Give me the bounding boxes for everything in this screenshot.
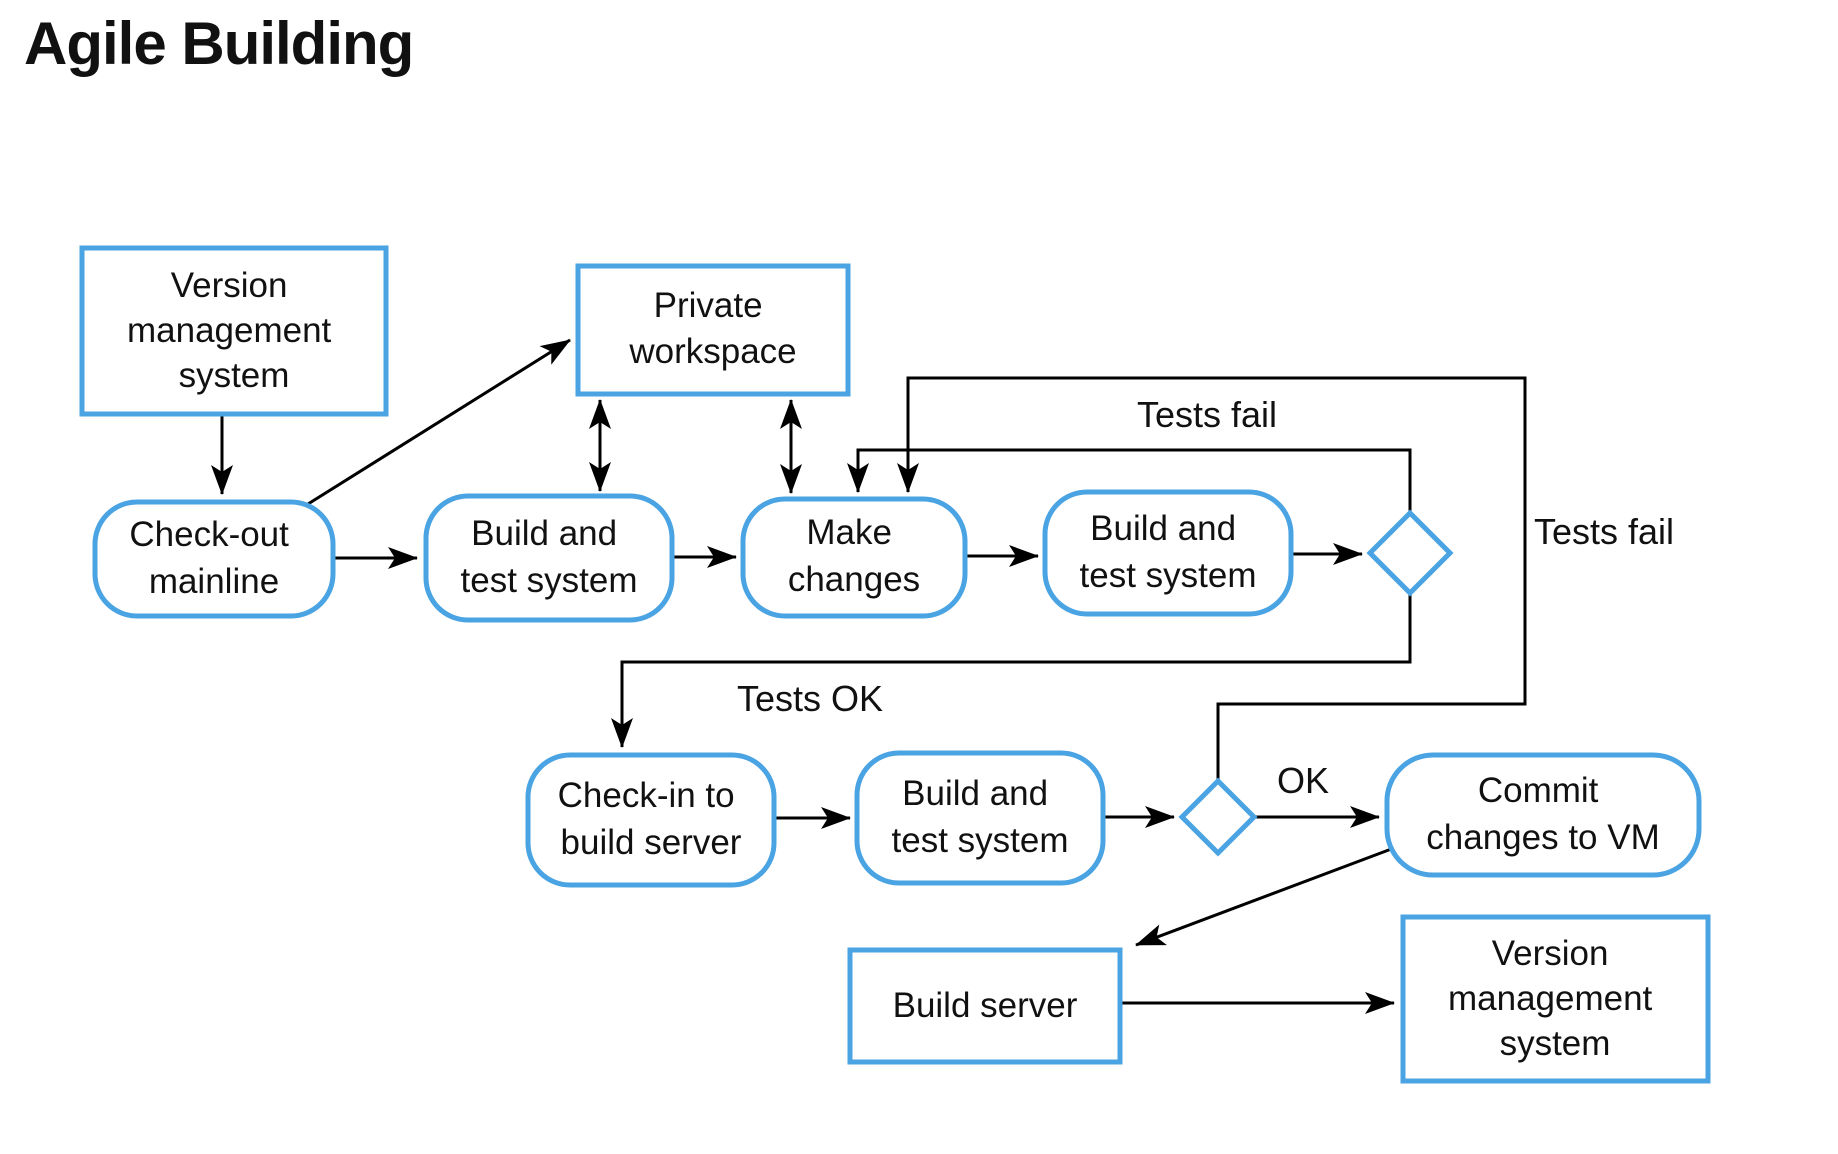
node-label-line: system bbox=[179, 356, 290, 395]
svg-text:Private workspace: Private workspace bbox=[628, 286, 796, 371]
node-label-line: Build and bbox=[1090, 509, 1236, 548]
node-check-in-to-build-server: Check-in to build server bbox=[525, 752, 777, 888]
node-label-line: Check-out bbox=[129, 515, 289, 554]
edge-checkout-to-private-workspace bbox=[307, 338, 571, 506]
svg-text:Build server: Build server bbox=[893, 986, 1078, 1025]
svg-text:Build and test system: Build and test system bbox=[461, 514, 638, 600]
node-label-line: test system bbox=[461, 561, 638, 600]
node-commit-changes-to-vm: Commit changes to VM bbox=[1384, 752, 1702, 878]
node-label-line: test system bbox=[892, 821, 1069, 860]
svg-text:Build and test system: Build and test system bbox=[1080, 509, 1257, 595]
node-label-line: Private bbox=[654, 286, 763, 325]
node-label-line: Check-in to bbox=[558, 776, 735, 815]
edge-tests-ok bbox=[611, 593, 1412, 748]
node-label-line: Version bbox=[1492, 934, 1609, 973]
edge-label-tests-ok: Tests OK bbox=[737, 678, 883, 719]
svg-text:Version management: Version management system bbox=[127, 266, 341, 395]
node-label-line: test system bbox=[1080, 556, 1257, 595]
svg-text:Build and test system: Build and test system bbox=[892, 774, 1069, 860]
svg-text:Check-in to build server: Check-in to build server bbox=[558, 776, 745, 862]
page-title: Agile Building bbox=[24, 10, 413, 77]
node-label-line: build server bbox=[561, 823, 742, 862]
node-check-out-mainline: Check-out mainline bbox=[92, 499, 336, 619]
node-label-line: workspace bbox=[628, 332, 796, 371]
node-make-changes: Make changes bbox=[740, 496, 968, 619]
node-label-line: changes to VM bbox=[1426, 818, 1659, 857]
svg-text:Make changes: Make changes bbox=[788, 513, 920, 599]
edge-commit-to-build-server bbox=[1135, 846, 1395, 947]
node-label-line: management bbox=[1448, 979, 1653, 1018]
node-build-and-test-system-1: Build and test system bbox=[423, 493, 675, 623]
node-private-workspace: Private workspace bbox=[575, 263, 851, 397]
edge-tests-fail-outer-loop bbox=[897, 376, 1527, 781]
edge-label-tests-fail-right: Tests fail bbox=[1534, 511, 1674, 552]
node-label-line: mainline bbox=[149, 562, 279, 601]
node-build-and-test-system-2: Build and test system bbox=[1042, 489, 1294, 617]
svg-text:Commit changes to VM: Commit changes to VM bbox=[1426, 771, 1659, 857]
node-label-line: Build and bbox=[471, 514, 617, 553]
node-label-line: Build and bbox=[902, 774, 1048, 813]
svg-text:Version management: Version management system bbox=[1448, 934, 1662, 1063]
node-label-line: management bbox=[127, 311, 332, 350]
decision-diamond-2 bbox=[1178, 777, 1258, 857]
node-version-management-system-top: Version management system bbox=[79, 245, 389, 417]
node-label-line: Build server bbox=[893, 986, 1078, 1025]
node-label-line: Commit bbox=[1478, 771, 1599, 810]
edge-label-tests-fail-top: Tests fail bbox=[1137, 394, 1277, 435]
decision-diamond-1 bbox=[1366, 509, 1454, 597]
svg-text:Check-out mainline: Check-out mainline bbox=[129, 515, 298, 601]
node-label-line: system bbox=[1500, 1024, 1611, 1063]
edge-tests-fail-inner-loop bbox=[847, 448, 1412, 513]
node-version-management-system-bottom: Version management system bbox=[1400, 914, 1711, 1084]
node-label-line: changes bbox=[788, 560, 920, 599]
node-label-line: Version bbox=[171, 266, 288, 305]
node-label-line: Make bbox=[806, 513, 892, 552]
edge-label-ok: OK bbox=[1277, 760, 1329, 801]
node-build-server: Build server bbox=[847, 947, 1123, 1065]
node-build-and-test-system-3: Build and test system bbox=[854, 750, 1106, 886]
